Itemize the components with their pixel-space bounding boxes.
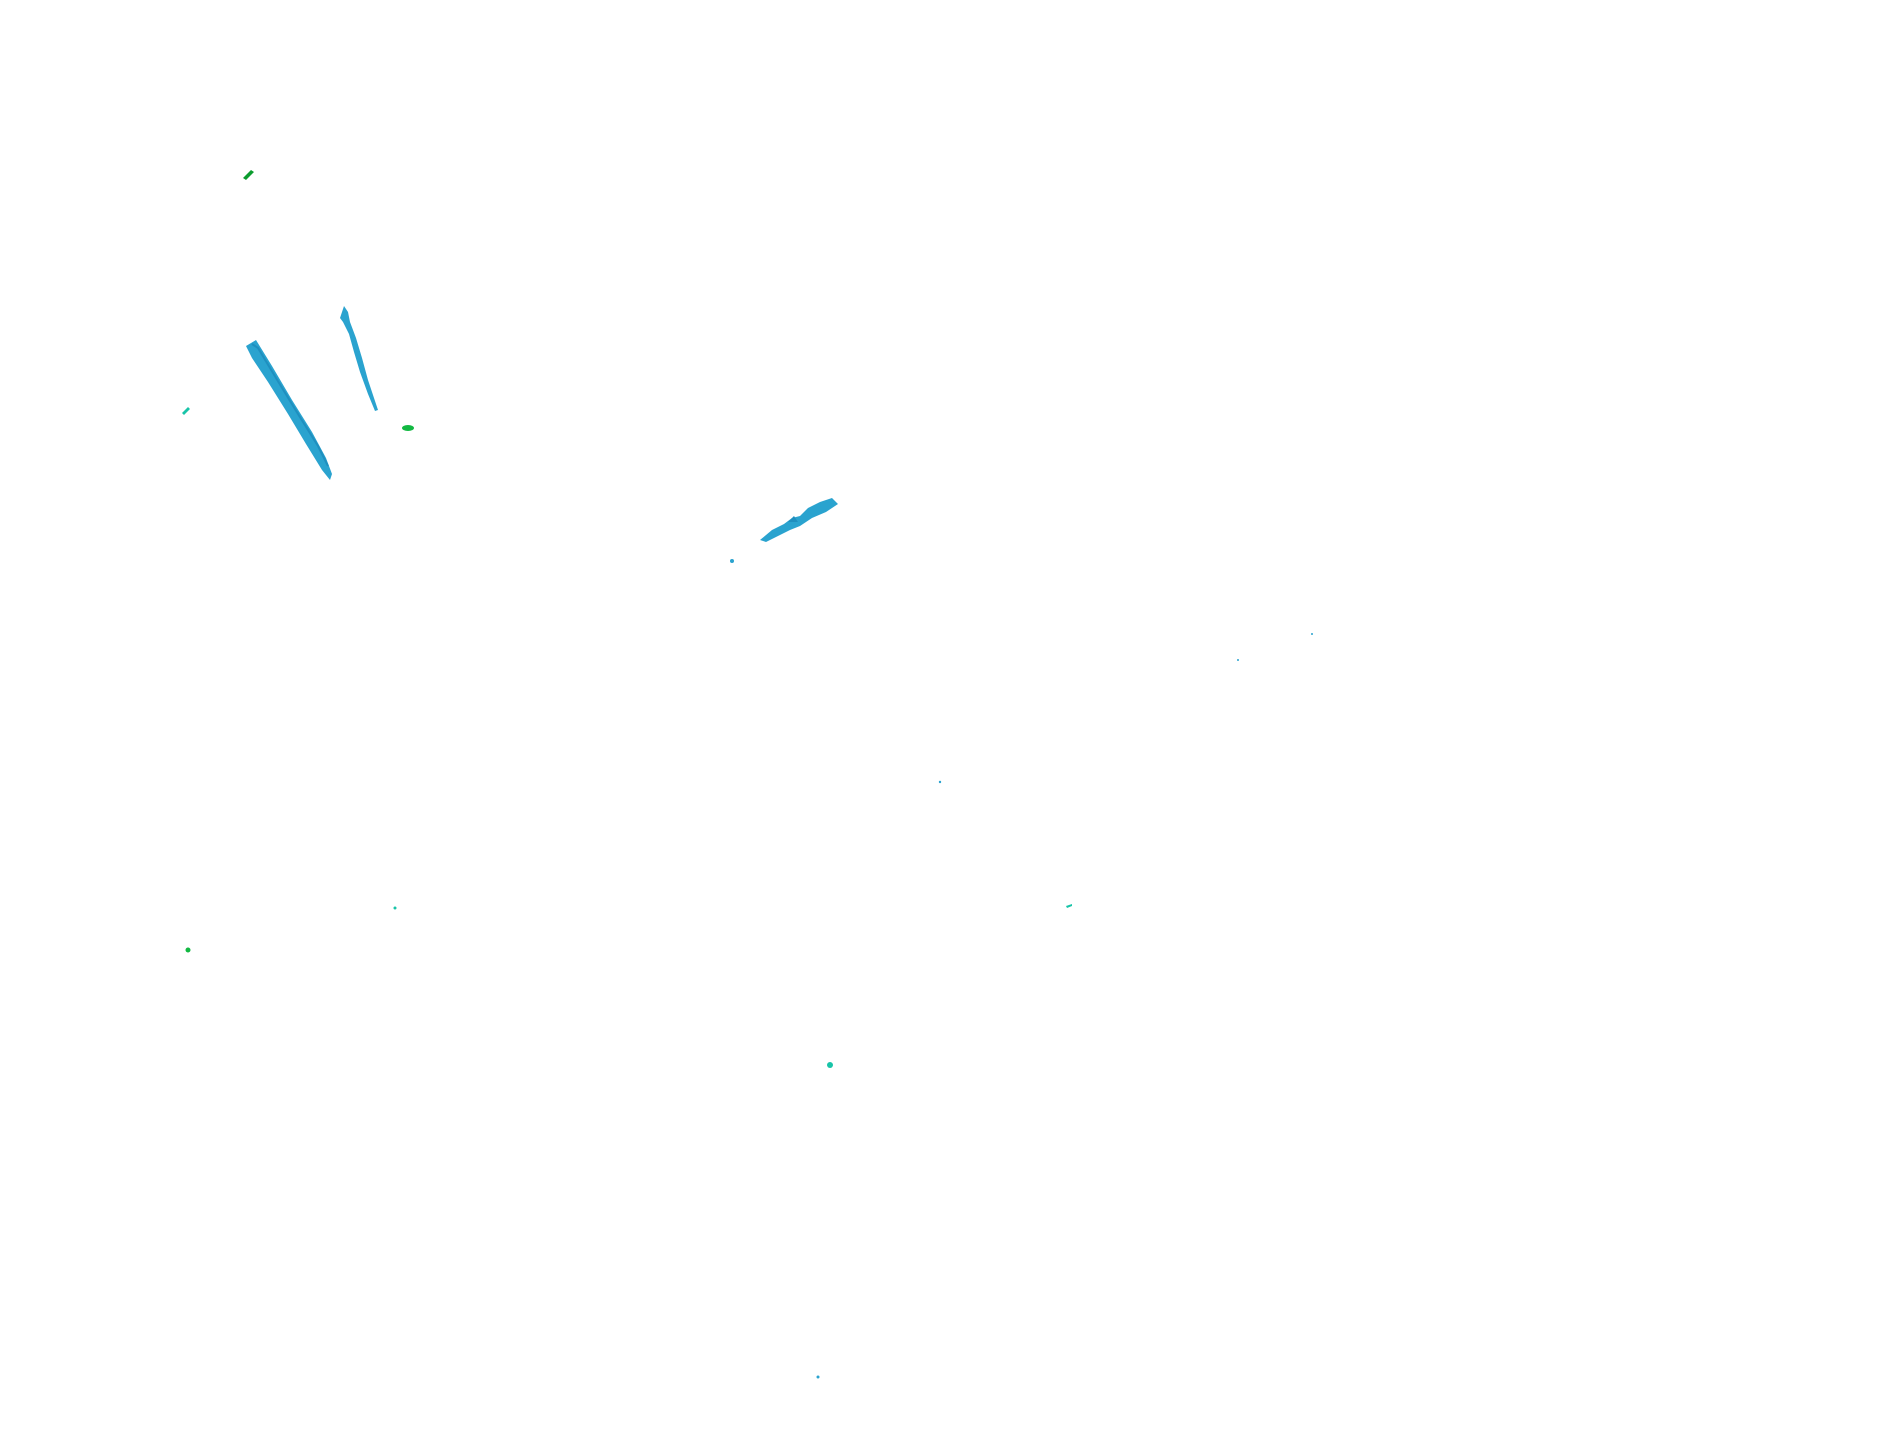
blue-streak-large-edge: [251, 343, 329, 467]
green-dash-right: [402, 425, 414, 431]
blue-speck-tiny-c: [938, 780, 942, 784]
blue-speck-bottom: [816, 1375, 820, 1379]
blue-speck-tiny-b: [1237, 659, 1239, 661]
blue-streak-thin: [340, 306, 378, 411]
teal-speck-right: [1066, 904, 1072, 908]
blue-streak-diagonal: [760, 498, 838, 542]
green-speck-left: [185, 947, 191, 953]
blue-speck-tiny-a: [1311, 633, 1313, 635]
teal-speck-center: [827, 1062, 833, 1068]
green-dash-left: [182, 407, 190, 415]
blue-speck: [730, 559, 734, 563]
green-dash-top: [243, 170, 254, 180]
blue-streak-large: [246, 340, 332, 480]
blue-streak-diagonal-step: [788, 516, 798, 522]
teal-speck-small: [393, 906, 397, 910]
